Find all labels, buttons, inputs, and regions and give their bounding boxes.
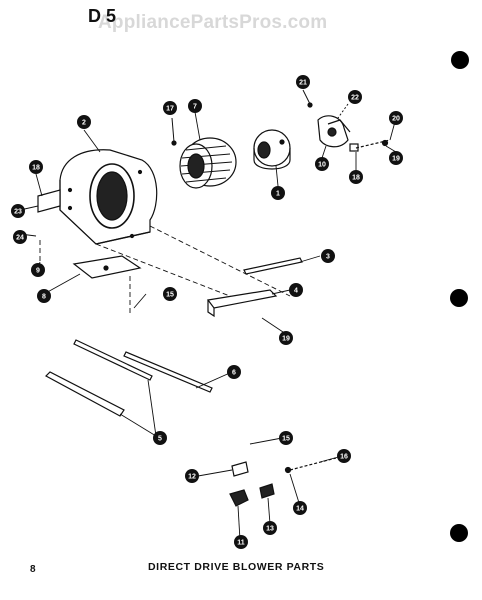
- callout-15-clip: 15: [279, 431, 293, 445]
- callout-14: 14: [293, 501, 307, 515]
- callout-16: 16: [337, 449, 351, 463]
- clip-part-12: [231, 461, 249, 477]
- callout-22: 22: [348, 90, 362, 104]
- svg-text:2: 2: [82, 120, 86, 127]
- svg-text:7: 7: [193, 104, 197, 111]
- page-number: 8: [30, 564, 36, 575]
- svg-text:22: 22: [351, 95, 359, 102]
- callout-11: 11: [234, 535, 248, 549]
- svg-text:16: 16: [340, 454, 348, 461]
- svg-text:19: 19: [392, 156, 400, 163]
- fastener-14: [284, 466, 292, 474]
- svg-text:24: 24: [16, 235, 24, 242]
- svg-text:10: 10: [318, 162, 326, 169]
- callout-15-plate: 15: [163, 287, 177, 301]
- svg-text:11: 11: [237, 540, 245, 547]
- callout-23: 23: [11, 204, 25, 218]
- svg-text:18: 18: [352, 175, 360, 182]
- callout-3: 3: [321, 249, 335, 263]
- clip-part-13: [259, 483, 275, 499]
- callout-24: 24: [13, 230, 27, 244]
- slide-rail-upper: [123, 351, 213, 393]
- callout-1: 1: [271, 186, 285, 200]
- blower-housing: [37, 149, 158, 245]
- mount-nut: [381, 139, 389, 147]
- svg-text:9: 9: [36, 268, 40, 275]
- slide-rail-middle: [73, 339, 153, 381]
- callout-2: 2: [77, 115, 91, 129]
- svg-text:19: 19: [282, 336, 290, 343]
- svg-text:18: 18: [32, 165, 40, 172]
- binder-hole-bottom: [450, 524, 468, 542]
- binder-hole-top: [451, 51, 469, 69]
- watermark: AppliancePartsPros.com: [98, 12, 328, 33]
- svg-text:20: 20: [392, 116, 400, 123]
- callout-18-housing: 18: [29, 160, 43, 174]
- svg-text:8: 8: [42, 294, 46, 301]
- slide-rail-lower: [45, 371, 125, 417]
- callout-21: 21: [296, 75, 310, 89]
- callout-18-mount: 18: [349, 170, 363, 184]
- callout-5: 5: [153, 431, 167, 445]
- blower-wheel: [179, 137, 237, 189]
- callout-13: 13: [263, 521, 277, 535]
- motor-bracket: [206, 289, 278, 309]
- svg-text:15: 15: [166, 292, 174, 299]
- callout-20: 20: [389, 111, 403, 125]
- diagram-caption: DIRECT DRIVE BLOWER PARTS: [148, 561, 325, 573]
- svg-text:21: 21: [299, 80, 307, 87]
- callout-7: 7: [188, 99, 202, 113]
- callout-19-mount: 19: [389, 151, 403, 165]
- support-strip: [243, 257, 303, 275]
- callout-17: 17: [163, 101, 177, 115]
- callout-4: 4: [289, 283, 303, 297]
- callout-12: 12: [185, 469, 199, 483]
- callout-9: 9: [31, 263, 45, 277]
- svg-text:5: 5: [158, 436, 162, 443]
- svg-text:6: 6: [232, 370, 236, 377]
- svg-text:13: 13: [266, 526, 274, 533]
- callout-10: 10: [315, 157, 329, 171]
- svg-text:23: 23: [14, 209, 22, 216]
- svg-text:12: 12: [188, 474, 196, 481]
- motor-mount: [317, 115, 351, 148]
- svg-text:3: 3: [326, 254, 330, 261]
- svg-text:14: 14: [296, 506, 304, 513]
- callout-6: 6: [227, 365, 241, 379]
- blower-motor: [253, 129, 291, 170]
- svg-text:4: 4: [294, 288, 298, 295]
- svg-text:15: 15: [282, 436, 290, 443]
- clip-part-11: [229, 489, 249, 507]
- callout-19-bracket: 19: [279, 331, 293, 345]
- binder-hole-middle: [450, 289, 468, 307]
- page-code: D 5: [88, 6, 117, 26]
- svg-text:17: 17: [166, 106, 174, 113]
- svg-text:1: 1: [276, 191, 280, 198]
- callout-8: 8: [37, 289, 51, 303]
